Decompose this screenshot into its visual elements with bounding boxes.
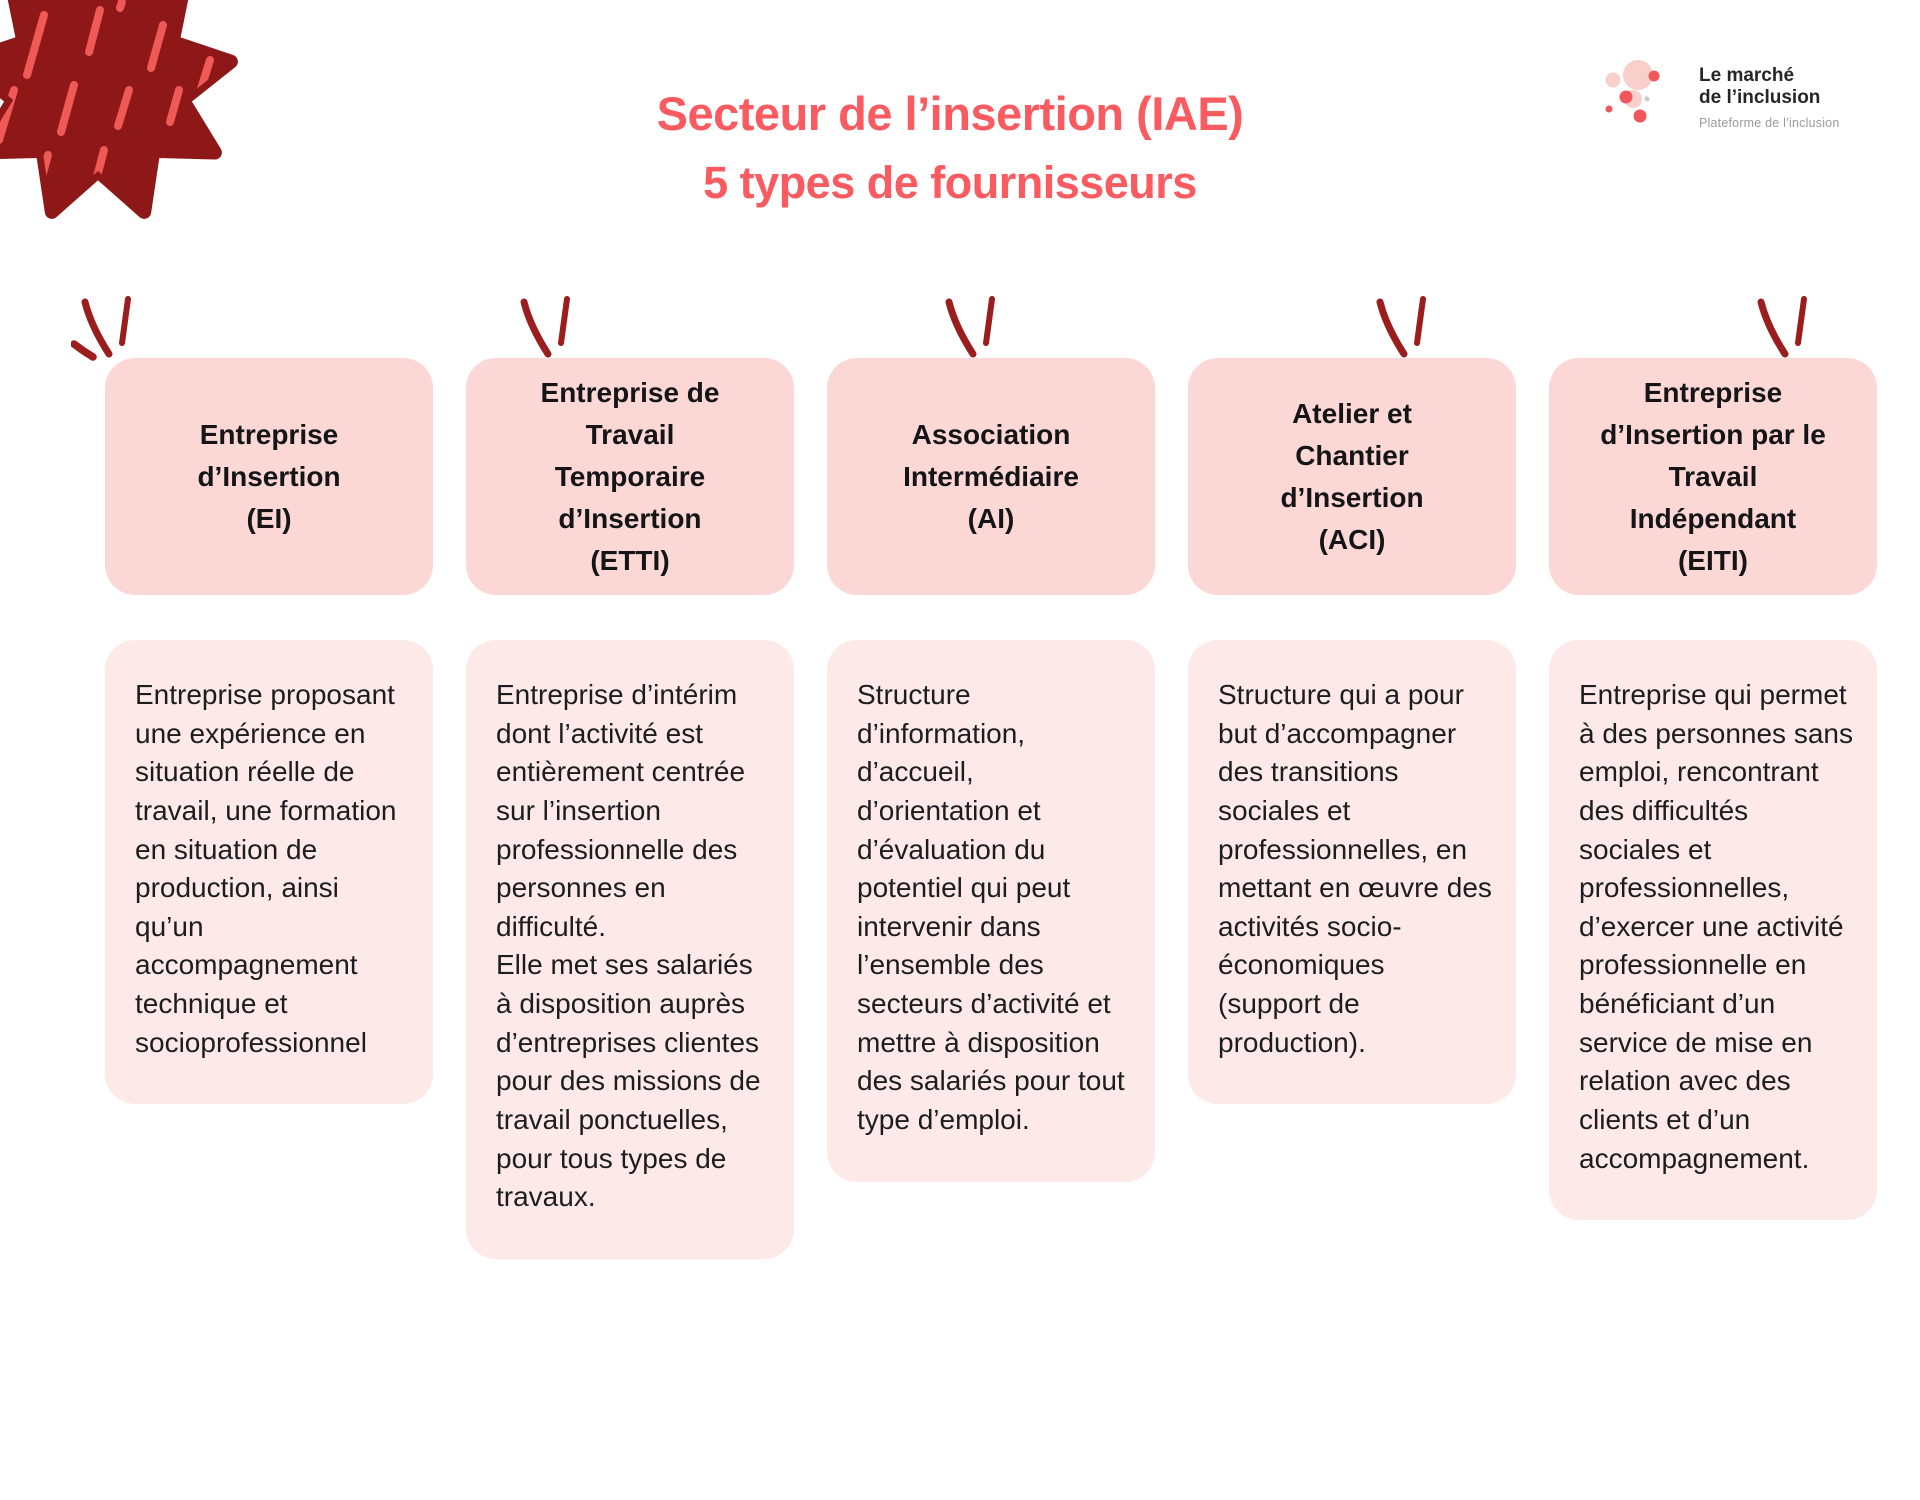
column-ai: Association Intermédiaire (AI) Structure… <box>827 296 1155 1259</box>
category-header-etti: Entreprise de Travail Temporaire d’Inser… <box>466 358 794 595</box>
logo: Le marché de l’inclusion Plateforme de l… <box>1597 48 1840 140</box>
logo-dots-icon <box>1605 60 1660 123</box>
column-ei: Entreprise d’Insertion (EI) Entreprise p… <box>71 296 433 1259</box>
category-title: Entreprise d’Insertion par le Travail In… <box>1600 376 1826 576</box>
category-header-eiti: Entreprise d’Insertion par le Travail In… <box>1549 358 1877 595</box>
category-title: Association Intermédiaire (AI) <box>903 418 1079 534</box>
category-description-ei: Entreprise proposant une expérience en s… <box>105 640 433 1105</box>
sparkle-icon <box>71 296 131 361</box>
sparkle-icon <box>1757 296 1807 358</box>
column-eiti: Entreprise d’Insertion par le Travail In… <box>1549 296 1877 1259</box>
category-header-ai: Association Intermédiaire (AI) <box>827 358 1155 595</box>
category-description-etti: Entreprise d’intérim dont l’activité est… <box>466 640 794 1259</box>
category-header-aci: Atelier et Chantier d’Insertion (ACI) <box>1188 358 1516 595</box>
supplier-columns: Entreprise d’Insertion (EI) Entreprise p… <box>71 296 1877 1259</box>
category-title: Entreprise d’Insertion (EI) <box>197 418 341 534</box>
category-description-eiti: Entreprise qui permet à des personnes sa… <box>1549 640 1877 1221</box>
page-subtitle: 5 types de fournisseurs <box>703 157 1197 208</box>
logo-tagline: Plateforme de l’inclusion <box>1699 116 1840 131</box>
category-header-ei: Entreprise d’Insertion (EI) <box>105 358 433 595</box>
category-description-ai: Structure d’information, d’accueil, d’or… <box>827 640 1155 1182</box>
column-aci: Atelier et Chantier d’Insertion (ACI) St… <box>1188 296 1516 1259</box>
page-title: Secteur de l’insertion (IAE) <box>656 87 1244 140</box>
logo-text: Le marché de l’inclusion Plateforme de l… <box>1699 65 1840 130</box>
category-description-aci: Structure qui a pour but d’accompagner d… <box>1188 640 1516 1105</box>
logo-name: Le marché de l’inclusion <box>1699 65 1821 109</box>
category-title: Atelier et Chantier d’Insertion (ACI) <box>1280 397 1424 555</box>
flower-decoration <box>0 0 238 219</box>
sparkle-icon <box>945 296 995 358</box>
column-etti: Entreprise de Travail Temporaire d’Inser… <box>466 296 794 1259</box>
sparkle-icon <box>1376 296 1426 358</box>
title-block: Secteur de l’insertion (IAE) 5 types de … <box>0 86 1900 209</box>
category-title: Entreprise de Travail Temporaire d’Inser… <box>540 376 720 576</box>
sparkle-icon <box>520 296 570 358</box>
